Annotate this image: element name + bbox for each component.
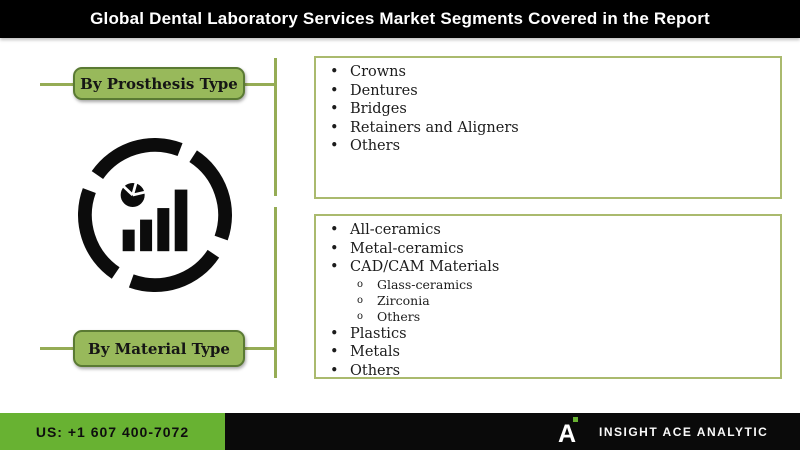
bar-chart-bar-1	[122, 229, 135, 252]
bar-chart-bar-2	[140, 219, 153, 252]
material-type-listbox: All-ceramics Metal-ceramics CAD/CAM Mate…	[314, 214, 782, 380]
connector-line-right-material	[245, 347, 277, 350]
list-item: CAD/CAM Materials	[316, 258, 780, 277]
phone-number: US: +1 607 400-7072	[35, 423, 190, 440]
connector-line-right-prosthesis	[245, 83, 277, 86]
list-item: Retainers and Aligners	[316, 119, 780, 138]
label-by-material-type: By Material Type	[73, 330, 245, 367]
list-item: Bridges	[316, 100, 780, 119]
connector-vertical-material	[274, 207, 277, 378]
phone-box: US: +1 607 400-7072	[0, 413, 225, 450]
list-item: Metals	[316, 343, 780, 362]
pill-label: By Material Type	[88, 339, 230, 358]
list-item: Crowns	[316, 63, 780, 82]
label-by-prosthesis-type: By Prosthesis Type	[73, 67, 245, 100]
list-item: All-ceramics	[316, 221, 780, 240]
insight-ace-logo-icon: A	[558, 416, 588, 449]
logo-green-square	[573, 417, 578, 422]
material-type-list: All-ceramics Metal-ceramics CAD/CAM Mate…	[316, 221, 780, 380]
footer-bar: US: +1 607 400-7072 A INSIGHT ACE ANALYT…	[0, 413, 800, 450]
pie-chart-icon	[120, 182, 146, 207]
sub-list-item: Zirconia	[316, 293, 780, 309]
page-title: Global Dental Laboratory Services Market…	[90, 9, 710, 28]
list-item: Others	[316, 362, 780, 381]
pill-label: By Prosthesis Type	[80, 74, 238, 93]
list-item: Dentures	[316, 82, 780, 101]
logo-letter: A	[558, 420, 577, 448]
list-item: Plastics	[316, 325, 780, 344]
sub-list-item: Others	[316, 309, 780, 325]
list-item: Others	[316, 137, 780, 156]
connector-line-left-prosthesis	[40, 83, 73, 86]
connector-vertical-prosthesis	[274, 58, 277, 196]
analytics-chart-icon	[78, 138, 232, 292]
bar-chart-bar-3	[157, 208, 170, 252]
sub-list-item: Glass-ceramics	[316, 277, 780, 293]
title-banner: Global Dental Laboratory Services Market…	[0, 0, 800, 38]
prosthesis-type-listbox: Crowns Dentures Bridges Retainers and Al…	[314, 56, 782, 199]
brand-name: INSIGHT ACE ANALYTIC	[599, 424, 769, 439]
list-item: Metal-ceramics	[316, 240, 780, 259]
prosthesis-type-list: Crowns Dentures Bridges Retainers and Al…	[316, 63, 780, 156]
bar-chart-bar-4	[174, 189, 188, 252]
segmented-ring-icon	[78, 138, 232, 292]
connector-line-left-material	[40, 347, 73, 350]
